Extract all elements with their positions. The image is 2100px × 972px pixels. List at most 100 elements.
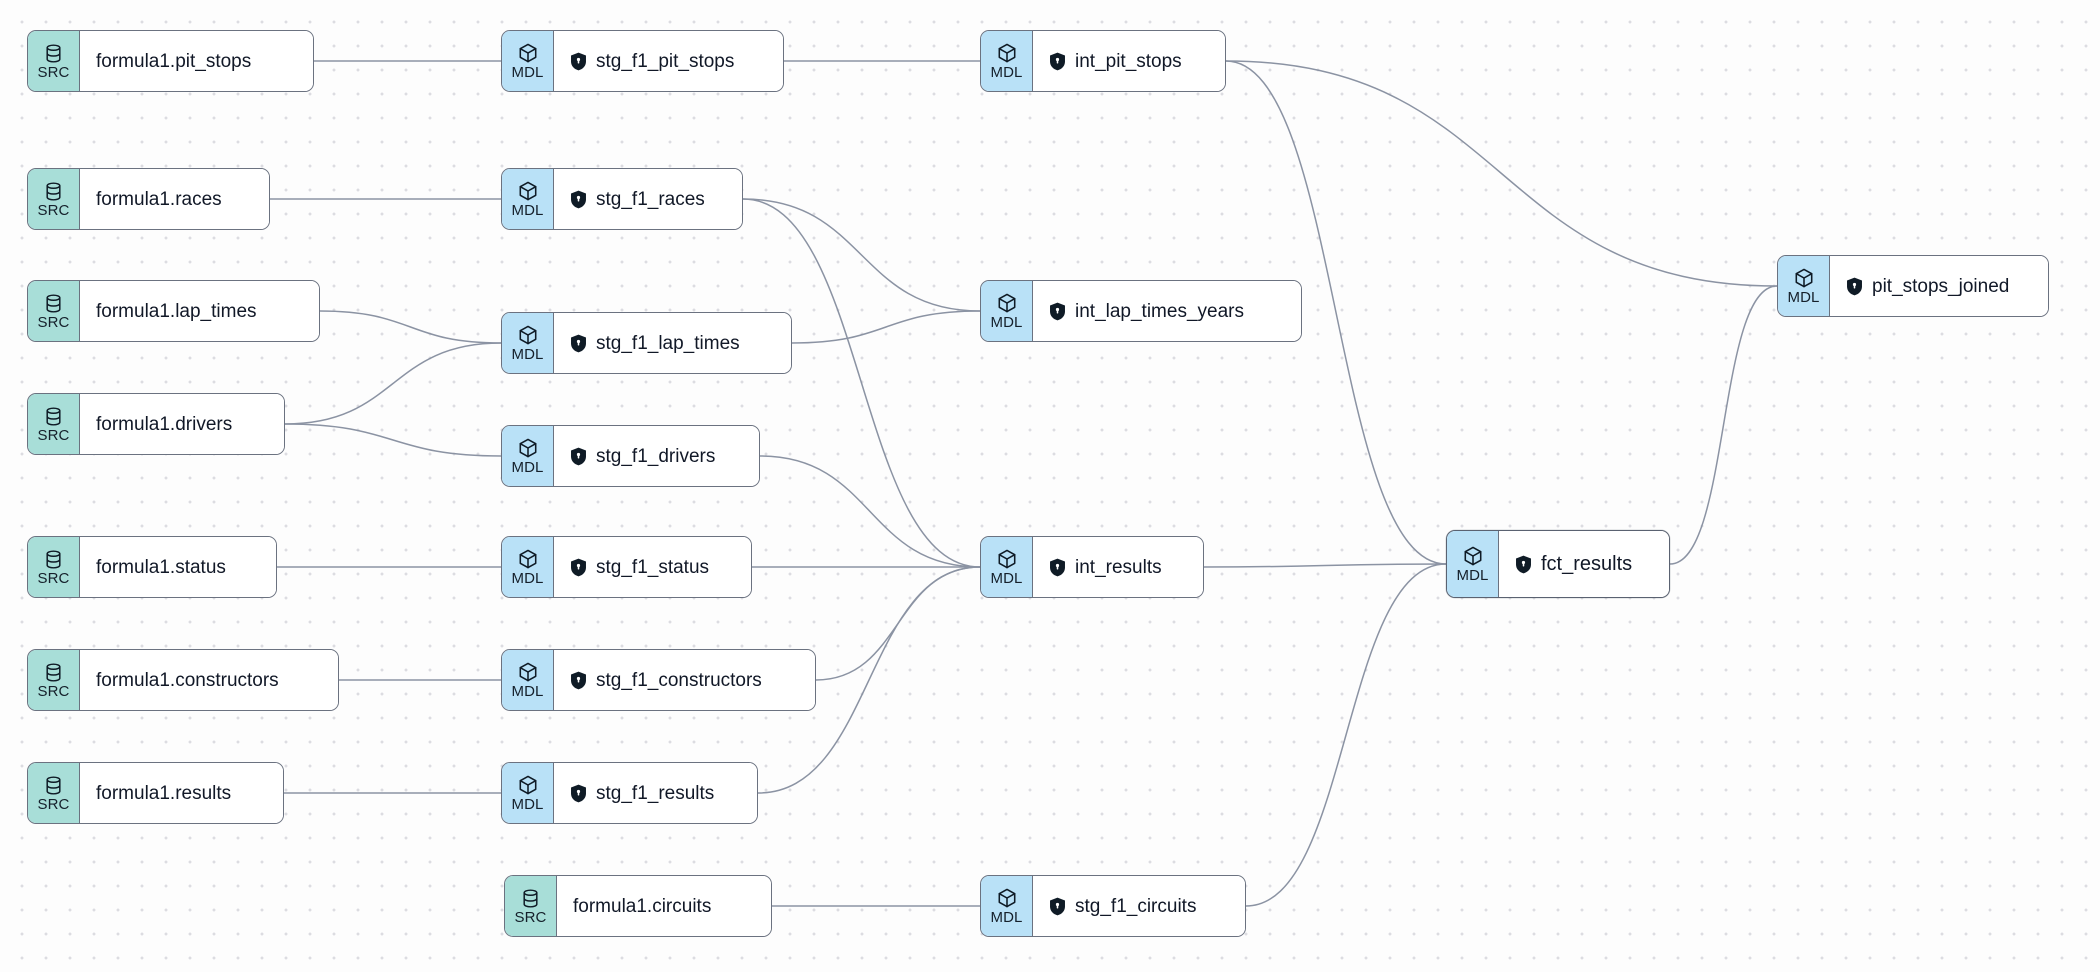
node-kind-badge: MDL — [981, 876, 1033, 936]
node-kind-label: SRC — [37, 313, 70, 331]
edge-stg_circuits-to-fct_results — [1245, 563, 1447, 907]
edge-fct_results-to-pit_stops_joined — [1669, 285, 1778, 565]
node-kind-badge: SRC — [28, 650, 80, 710]
node-src_drivers[interactable]: SRC formula1.drivers — [27, 393, 285, 455]
node-int_pit_stops[interactable]: MDL int_pit_stops — [980, 30, 1226, 92]
shield-icon — [1049, 897, 1066, 916]
node-kind-label: MDL — [1787, 289, 1820, 306]
edge-src_drivers-to-stg_drivers — [284, 423, 502, 457]
database-cylinder-icon — [43, 662, 64, 683]
database-cylinder-icon — [43, 406, 64, 427]
node-stg_constructors[interactable]: MDL stg_f1_constructors — [501, 649, 816, 711]
node-body: stg_f1_pit_stops — [554, 31, 783, 91]
node-stg_lap_times[interactable]: MDL stg_f1_lap_times — [501, 312, 792, 374]
node-body: stg_f1_drivers — [554, 426, 759, 486]
node-label: formula1.results — [96, 782, 232, 804]
node-kind-label: MDL — [511, 346, 544, 363]
node-kind-label: SRC — [37, 426, 70, 444]
node-body: formula1.circuits — [557, 876, 771, 936]
node-body: stg_f1_status — [554, 537, 751, 597]
node-kind-label: MDL — [990, 314, 1023, 331]
node-src_races[interactable]: SRC formula1.races — [27, 168, 270, 230]
node-label: int_pit_stops — [1075, 50, 1182, 72]
node-kind-badge: MDL — [502, 313, 554, 373]
node-pit_stops_joined[interactable]: MDL pit_stops_joined — [1777, 255, 2049, 317]
node-src_circuits[interactable]: SRC formula1.circuits — [504, 875, 772, 937]
node-kind-label: SRC — [514, 908, 547, 926]
node-kind-label: MDL — [511, 683, 544, 700]
node-label: formula1.circuits — [573, 895, 712, 917]
node-kind-label: SRC — [37, 569, 70, 587]
node-kind-label: MDL — [511, 459, 544, 476]
node-kind-badge: SRC — [28, 281, 80, 341]
node-body: int_results — [1033, 537, 1203, 597]
node-body: formula1.status — [80, 537, 276, 597]
node-kind-badge: MDL — [502, 650, 554, 710]
database-cylinder-icon — [43, 181, 64, 202]
node-kind-badge: SRC — [505, 876, 557, 936]
node-src_results[interactable]: SRC formula1.results — [27, 762, 284, 824]
edge-int_pit_stops-to-pit_stops_joined — [1225, 60, 1778, 287]
node-label: formula1.drivers — [96, 413, 233, 435]
node-body: formula1.races — [80, 169, 269, 229]
node-body: stg_f1_lap_times — [554, 313, 791, 373]
cube-icon — [1793, 267, 1815, 289]
node-src_status[interactable]: SRC formula1.status — [27, 536, 277, 598]
shield-icon — [570, 784, 587, 803]
node-stg_pit_stops[interactable]: MDL stg_f1_pit_stops — [501, 30, 784, 92]
node-label: formula1.races — [96, 188, 222, 210]
node-kind-label: MDL — [1456, 567, 1489, 584]
edge-stg_drivers-to-int_results — [759, 455, 981, 568]
node-body: formula1.results — [80, 763, 283, 823]
node-fct_results[interactable]: MDL fct_results — [1446, 530, 1670, 598]
node-kind-badge: SRC — [28, 763, 80, 823]
node-label: pit_stops_joined — [1872, 275, 2010, 297]
cube-icon — [517, 42, 539, 64]
node-stg_drivers[interactable]: MDL stg_f1_drivers — [501, 425, 760, 487]
node-label: formula1.constructors — [96, 669, 279, 691]
node-kind-badge: MDL — [502, 763, 554, 823]
node-kind-label: SRC — [37, 201, 70, 219]
node-body: fct_results — [1499, 531, 1669, 597]
node-body: int_pit_stops — [1033, 31, 1225, 91]
node-label: stg_f1_circuits — [1075, 895, 1197, 917]
database-cylinder-icon — [43, 293, 64, 314]
node-kind-badge: SRC — [28, 169, 80, 229]
shield-icon — [570, 334, 587, 353]
node-src_constructors[interactable]: SRC formula1.constructors — [27, 649, 339, 711]
cube-icon — [517, 661, 539, 683]
shield-icon — [1846, 277, 1863, 296]
shield-icon — [570, 671, 587, 690]
database-cylinder-icon — [520, 888, 541, 909]
node-kind-label: SRC — [37, 682, 70, 700]
node-kind-badge: MDL — [981, 31, 1033, 91]
node-kind-badge: MDL — [502, 31, 554, 91]
node-kind-label: MDL — [511, 202, 544, 219]
node-label: fct_results — [1541, 553, 1633, 575]
database-cylinder-icon — [43, 549, 64, 570]
cube-icon — [517, 324, 539, 346]
node-stg_circuits[interactable]: MDL stg_f1_circuits — [980, 875, 1246, 937]
node-kind-badge: SRC — [28, 394, 80, 454]
node-label: stg_f1_constructors — [596, 669, 762, 691]
shield-icon — [570, 52, 587, 71]
node-body: stg_f1_circuits — [1033, 876, 1245, 936]
node-kind-badge: MDL — [981, 281, 1033, 341]
node-kind-badge: MDL — [1447, 531, 1499, 597]
node-body: stg_f1_results — [554, 763, 757, 823]
edge-stg_races-to-int_lap_times_yrs — [742, 198, 981, 312]
node-body: formula1.drivers — [80, 394, 284, 454]
node-kind-label: MDL — [511, 64, 544, 81]
cube-icon — [996, 887, 1018, 909]
node-kind-label: SRC — [37, 63, 70, 81]
node-body: stg_f1_constructors — [554, 650, 815, 710]
